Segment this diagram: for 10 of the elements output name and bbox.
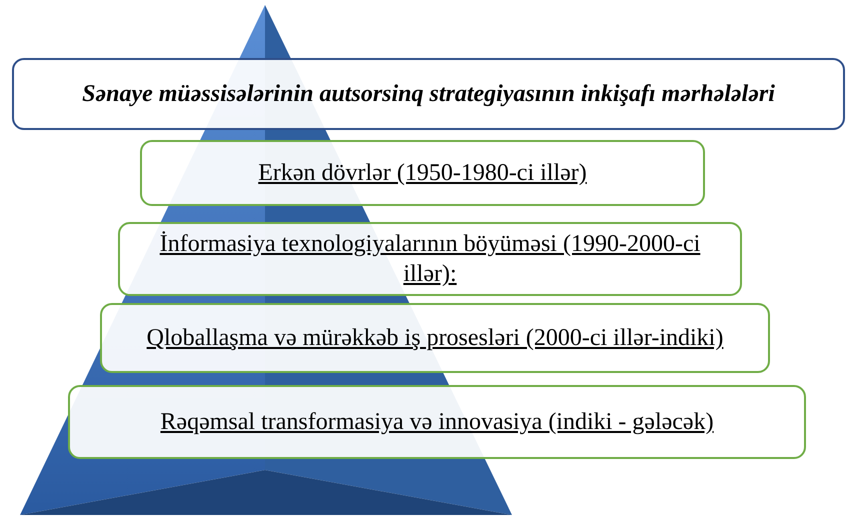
stage-box <box>140 140 705 206</box>
stage-box <box>118 222 742 296</box>
title-text: Sənaye müəssisələrinin autsorsinq strategiyasının inkişafı mərhələləri <box>82 80 775 109</box>
stage-box <box>68 385 806 459</box>
stage-text: Erkən dövrlər (1950-1980-ci illər) <box>258 159 587 188</box>
stage-text: Qloballaşma və mürəkkəb iş prosesləri (2000-ci illər-indiki) <box>146 324 724 353</box>
stage-box <box>100 303 770 373</box>
title-box <box>12 58 845 130</box>
stage-text: Rəqəmsal transformasiya və innovasiya (indiki - gələcək) <box>160 408 714 437</box>
stage-text: İnformasiya texnologiyalarının böyüməsi (1990-2000-ci illər): <box>158 230 702 289</box>
